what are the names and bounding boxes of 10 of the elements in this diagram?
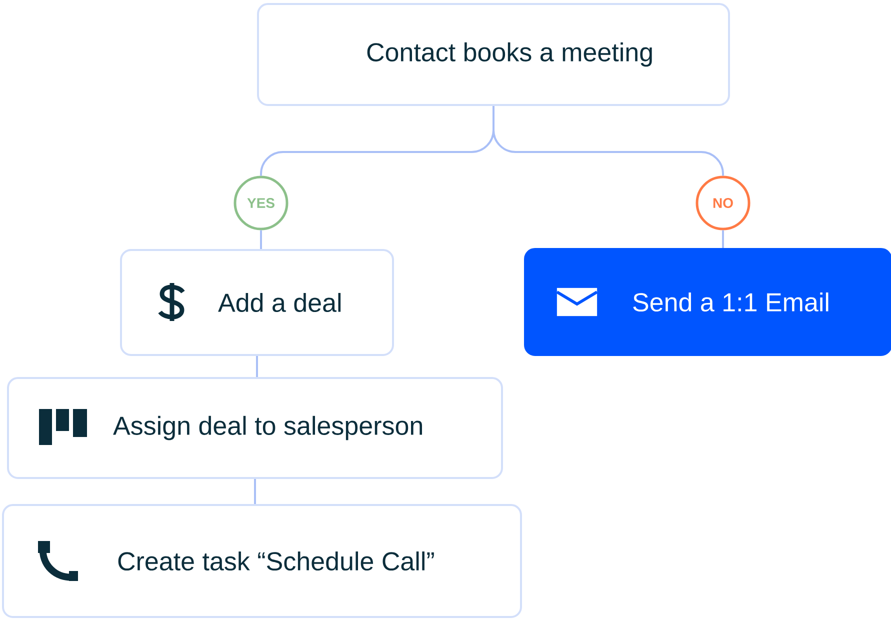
connector-line [722,230,724,248]
connector-line [260,230,262,249]
connector-line [254,479,256,504]
step-box: Create task “Schedule Call” [2,504,522,618]
step-box: Contact books a meeting [257,3,730,106]
connector-line [256,356,258,377]
step-box: Assign deal to salesperson [7,377,503,479]
step-box: Add a deal [120,249,394,356]
connector-line [492,106,724,176]
action-box: Send a 1:1 Email [524,248,891,356]
